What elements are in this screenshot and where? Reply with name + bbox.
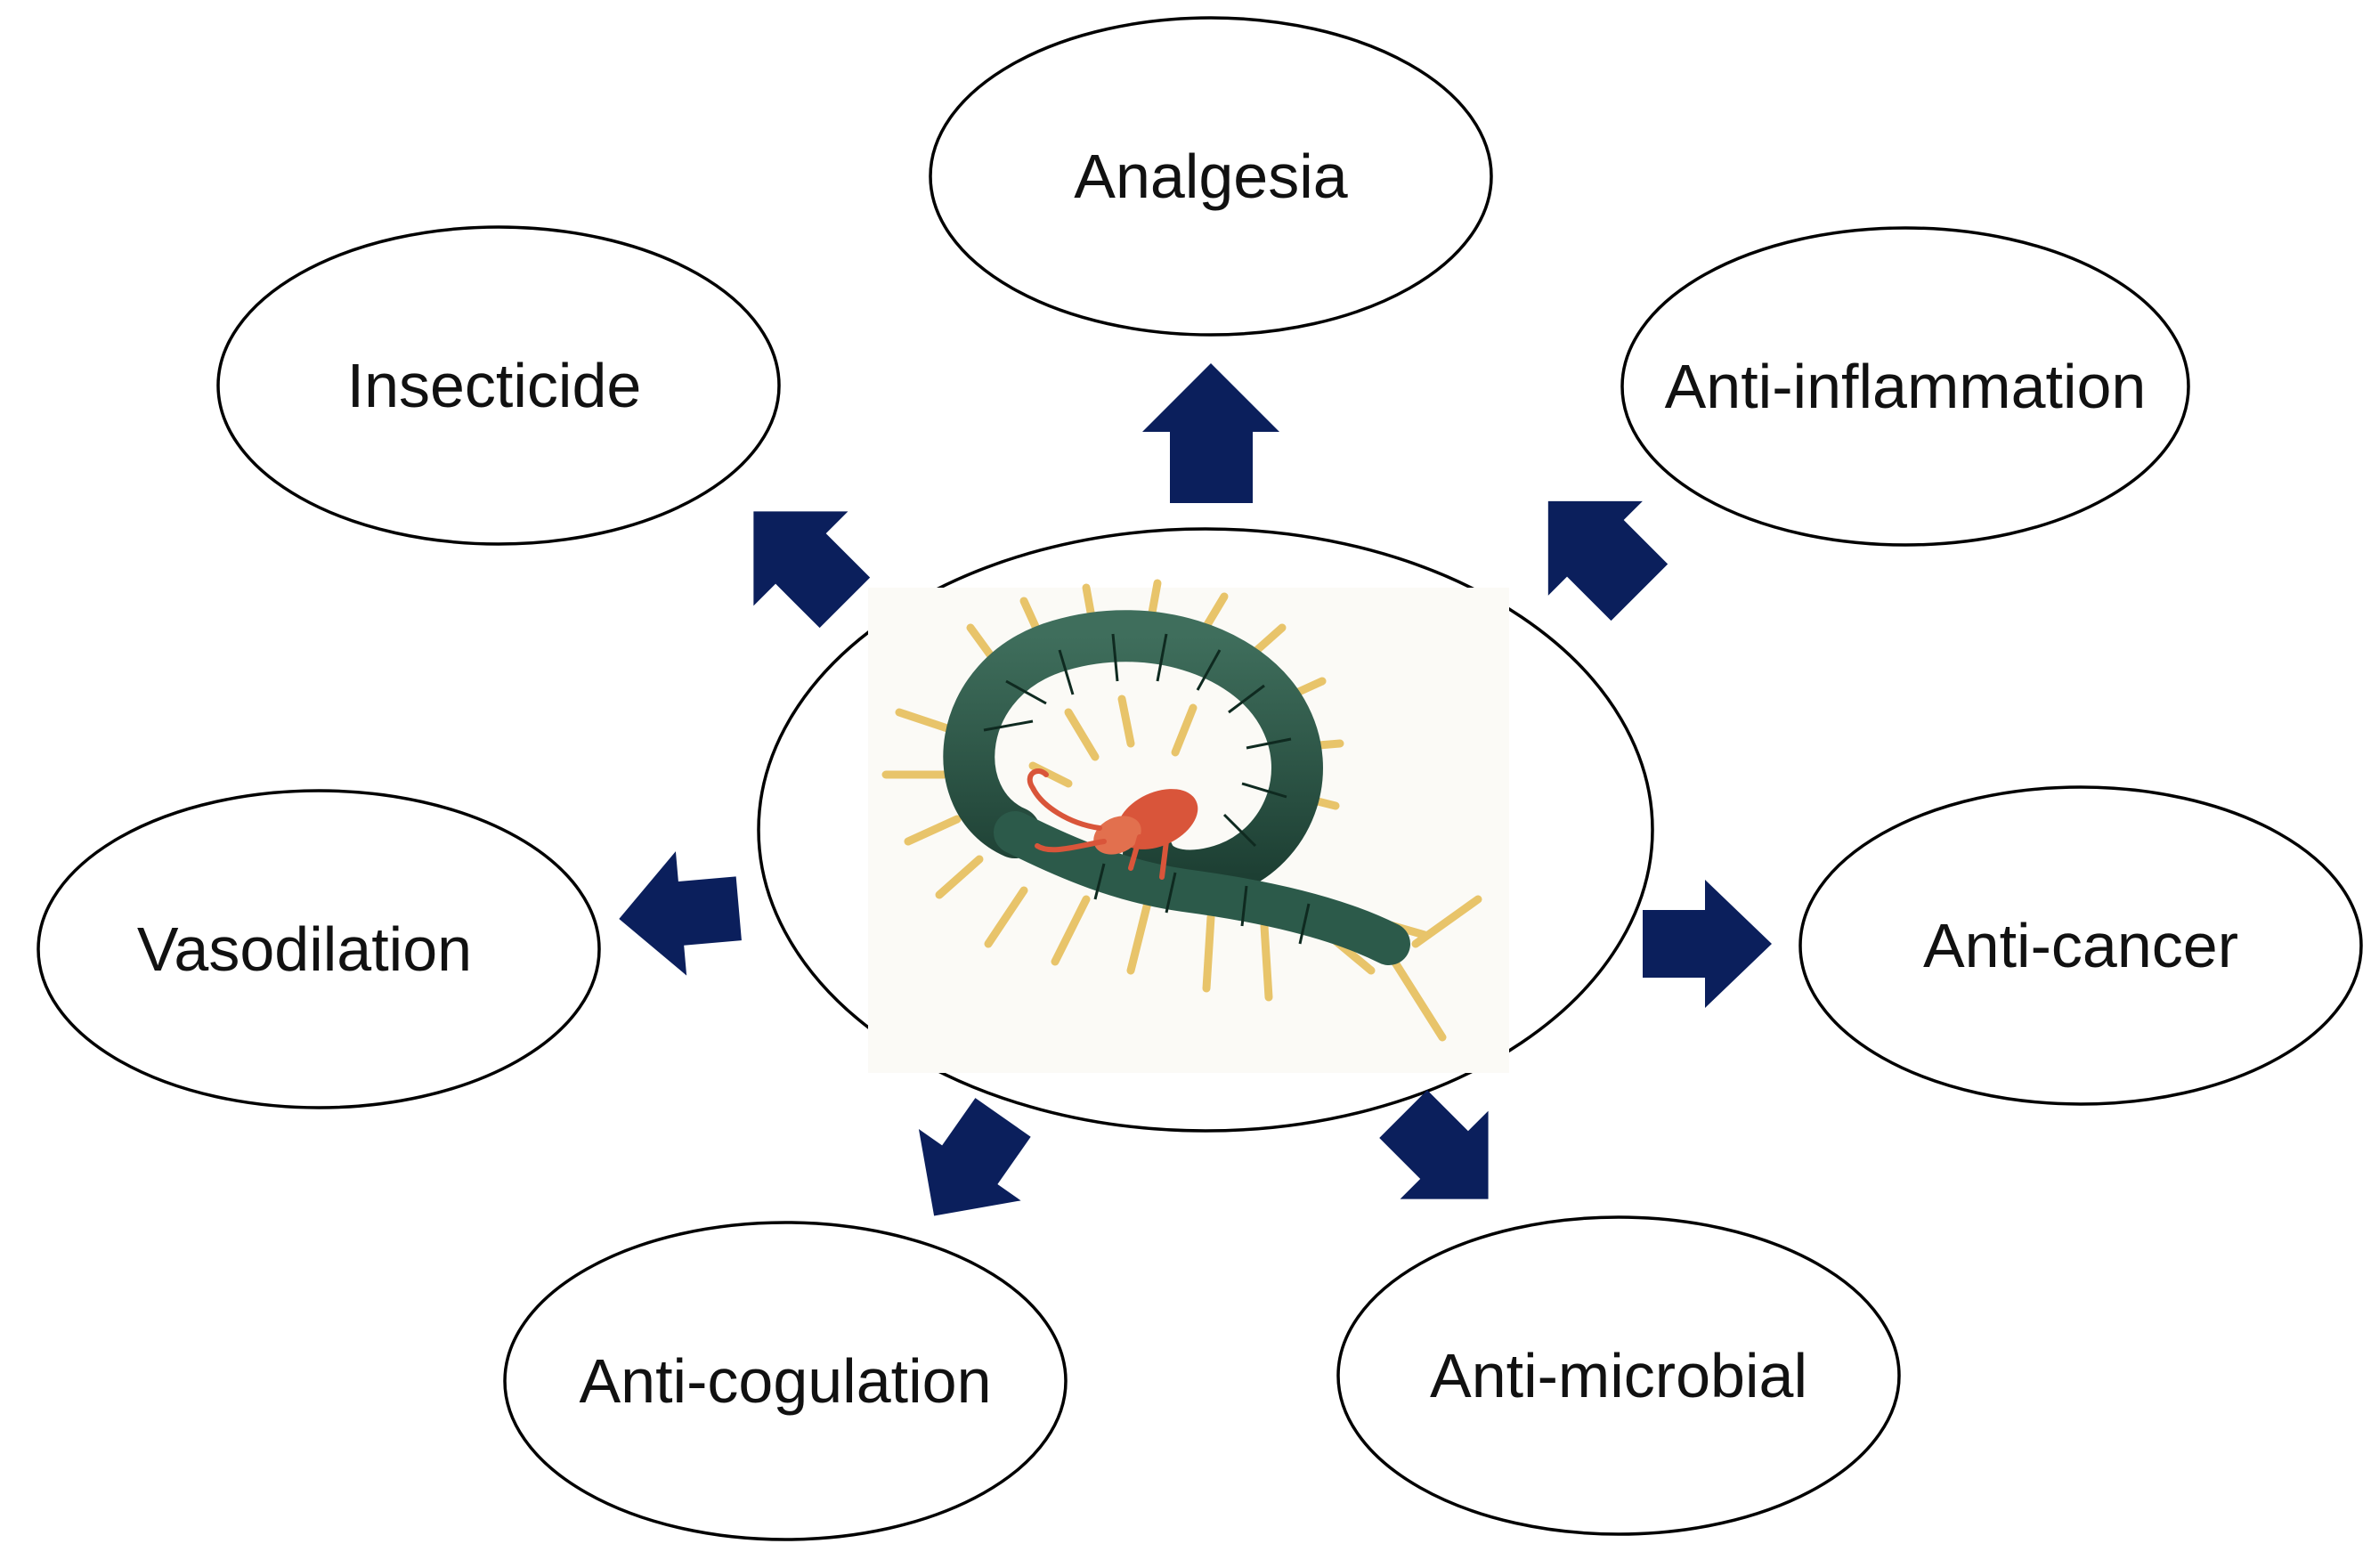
node-vasodilation: Vasodilation: [37, 789, 601, 1109]
node-analgesia: Analgesia: [929, 16, 1493, 337]
arrow-to-anti-microbial: [1379, 1090, 1489, 1199]
centipede-illustration: [881, 579, 1482, 1042]
label-anti-inflammation: Anti-inflammation: [1665, 352, 2147, 421]
node-anti-cogulation: Anti-cogulation: [503, 1221, 1068, 1541]
arrow-to-anti-inflammation: [1547, 500, 1669, 622]
label-anti-microbial: Anti-microbial: [1430, 1341, 1807, 1410]
arrows: [619, 363, 1772, 1216]
centipede-body: [943, 610, 1323, 902]
label-anti-cogulation: Anti-cogulation: [579, 1346, 991, 1416]
label-vasodilation: Vasodilation: [137, 914, 472, 984]
arrow-to-vasodilation: [619, 851, 742, 976]
center-node: [757, 527, 1654, 1133]
node-anti-cancer: Anti-cancer: [1798, 785, 2363, 1106]
label-analgesia: Analgesia: [1074, 142, 1348, 211]
centipede-segments: [983, 633, 1311, 945]
node-insecticide: Insecticide: [216, 225, 781, 546]
node-anti-microbial: Anti-microbial: [1336, 1215, 1901, 1536]
node-anti-inflammation: Anti-inflammation: [1620, 226, 2190, 547]
arrow-to-anti-cogulation: [918, 1098, 1031, 1216]
arrow-to-insecticide: [753, 511, 871, 629]
arrow-to-anti-cancer: [1643, 880, 1772, 1008]
centipede-tail: [994, 811, 1410, 965]
label-insecticide: Insecticide: [347, 351, 642, 420]
label-anti-cancer: Anti-cancer: [1923, 911, 2238, 980]
centipede-head: [1027, 768, 1198, 880]
arrow-to-analgesia: [1142, 363, 1279, 503]
